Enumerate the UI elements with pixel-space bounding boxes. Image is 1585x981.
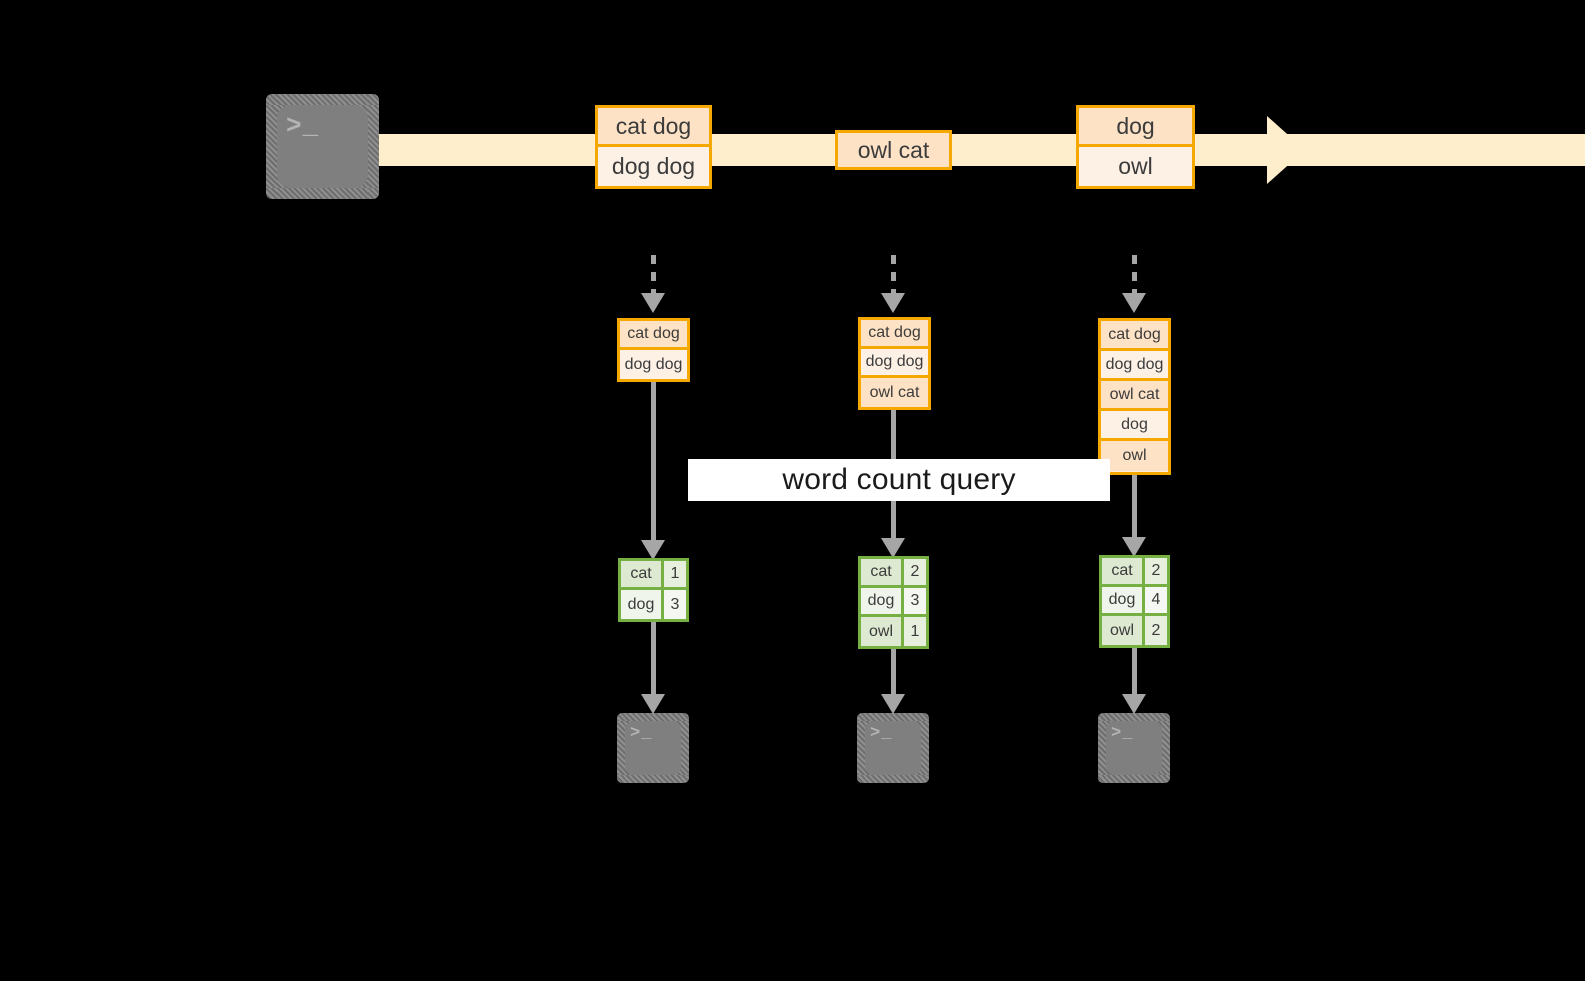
snapshot-1-query-arrowhead: [641, 540, 665, 560]
snapshot-2-sink-arrowhead: [881, 694, 905, 714]
stream-message-2[interactable]: owl cat: [835, 130, 952, 170]
snapshot-2-result-count-1: 2: [904, 559, 926, 585]
source-terminal-glyph: >_: [286, 111, 320, 141]
snapshot-1-sink-terminal-glyph: >_: [630, 724, 653, 743]
snapshot-3-accumulated-row-5: owl: [1101, 441, 1168, 471]
snapshot-2-result-table[interactable]: cat 2 dog 3 owl 1: [858, 556, 929, 649]
snapshot-3-result-row-2: dog 4: [1102, 587, 1167, 616]
snapshot-2-tap-line: [891, 255, 896, 295]
snapshot-3-accumulated-row-2: dog dog: [1101, 351, 1168, 381]
snapshot-3-accumulated-row-3: owl cat: [1101, 381, 1168, 411]
stream-timeline-band: [368, 134, 1585, 166]
source-terminal-icon[interactable]: >_: [266, 94, 379, 199]
snapshot-1-accumulated-row-2: dog dog: [620, 350, 687, 379]
stream-message-2-row-1: owl cat: [838, 133, 949, 167]
snapshot-1-tap-line: [651, 255, 656, 295]
snapshot-2-result-row-2: dog 3: [861, 588, 926, 617]
snapshot-2-result-count-3: 1: [904, 617, 926, 646]
snapshot-3-sink-terminal-icon[interactable]: >_: [1098, 713, 1170, 783]
stream-message-1[interactable]: cat dog dog dog: [595, 105, 712, 189]
snapshot-1-result-table[interactable]: cat 1 dog 3: [618, 558, 689, 622]
snapshot-2-result-row-3: owl 1: [861, 617, 926, 646]
snapshot-3-accumulated-row-1: cat dog: [1101, 321, 1168, 351]
snapshot-3-result-table[interactable]: cat 2 dog 4 owl 2: [1099, 555, 1170, 648]
snapshot-2-sink-terminal-glyph: >_: [870, 724, 893, 743]
snapshot-2-accumulated-row-2: dog dog: [861, 349, 928, 378]
snapshot-2-query-arrowhead: [881, 538, 905, 558]
query-label-text: word count query: [782, 463, 1016, 496]
snapshot-2-result-row-1: cat 2: [861, 559, 926, 588]
snapshot-1-sink-arrowhead: [641, 694, 665, 714]
snapshot-3-result-count-3: 2: [1145, 616, 1167, 645]
snapshot-2-sink-terminal-icon[interactable]: >_: [857, 713, 929, 783]
snapshot-3-result-word-1: cat: [1102, 558, 1145, 584]
stream-message-3-row-1: dog: [1079, 108, 1192, 147]
snapshot-3-tap-arrowhead: [1122, 293, 1146, 313]
snapshot-2-result-word-3: owl: [861, 617, 904, 646]
snapshot-1-query-line: [651, 382, 656, 542]
terminal-screen: [1106, 721, 1162, 775]
snapshot-2-sink-line: [891, 649, 896, 696]
stream-message-3-row-2: owl: [1079, 147, 1192, 186]
snapshot-2-result-word-1: cat: [861, 559, 904, 585]
snapshot-3-result-word-3: owl: [1102, 616, 1145, 645]
terminal-screen: [625, 721, 681, 775]
terminal-screen: [277, 105, 368, 188]
stream-timeline-arrowhead: [1267, 116, 1305, 184]
snapshot-1-result-row-1: cat 1: [621, 561, 686, 590]
snapshot-2-result-count-2: 3: [904, 588, 926, 614]
snapshot-3-result-count-1: 2: [1145, 558, 1167, 584]
snapshot-2-accumulated-row-1: cat dog: [861, 320, 928, 349]
snapshot-2-accumulated-stack[interactable]: cat dog dog dog owl cat: [858, 317, 931, 410]
snapshot-3-accumulated-stack[interactable]: cat dog dog dog owl cat dog owl: [1098, 318, 1171, 475]
snapshot-3-sink-terminal-glyph: >_: [1111, 724, 1134, 743]
stream-message-1-row-2: dog dog: [598, 147, 709, 186]
snapshot-1-result-count-1: 1: [664, 561, 686, 587]
snapshot-3-tap-line: [1132, 255, 1137, 295]
snapshot-2-result-word-2: dog: [861, 588, 904, 614]
snapshot-3-result-count-2: 4: [1145, 587, 1167, 613]
snapshot-1-result-word-2: dog: [621, 590, 664, 619]
snapshot-3-query-arrowhead: [1122, 537, 1146, 557]
snapshot-1-result-count-2: 3: [664, 590, 686, 619]
snapshot-3-accumulated-row-4: dog: [1101, 411, 1168, 441]
snapshot-3-sink-arrowhead: [1122, 694, 1146, 714]
snapshot-3-result-row-3: owl 2: [1102, 616, 1167, 645]
query-label-band: word count query: [688, 459, 1110, 501]
snapshot-1-sink-line: [651, 622, 656, 696]
snapshot-3-query-line: [1132, 475, 1137, 540]
snapshot-2-tap-arrowhead: [881, 293, 905, 313]
snapshot-2-accumulated-row-3: owl cat: [861, 378, 928, 407]
snapshot-3-result-word-2: dog: [1102, 587, 1145, 613]
snapshot-1-result-row-2: dog 3: [621, 590, 686, 619]
stream-message-1-row-1: cat dog: [598, 108, 709, 147]
snapshot-3-result-row-1: cat 2: [1102, 558, 1167, 587]
stream-message-3[interactable]: dog owl: [1076, 105, 1195, 189]
snapshot-1-result-word-1: cat: [621, 561, 664, 587]
snapshot-1-accumulated-row-1: cat dog: [620, 321, 687, 350]
snapshot-1-accumulated-stack[interactable]: cat dog dog dog: [617, 318, 690, 382]
snapshot-3-sink-line: [1132, 648, 1137, 696]
snapshot-1-sink-terminal-icon[interactable]: >_: [617, 713, 689, 783]
terminal-screen: [865, 721, 921, 775]
snapshot-1-tap-arrowhead: [641, 293, 665, 313]
